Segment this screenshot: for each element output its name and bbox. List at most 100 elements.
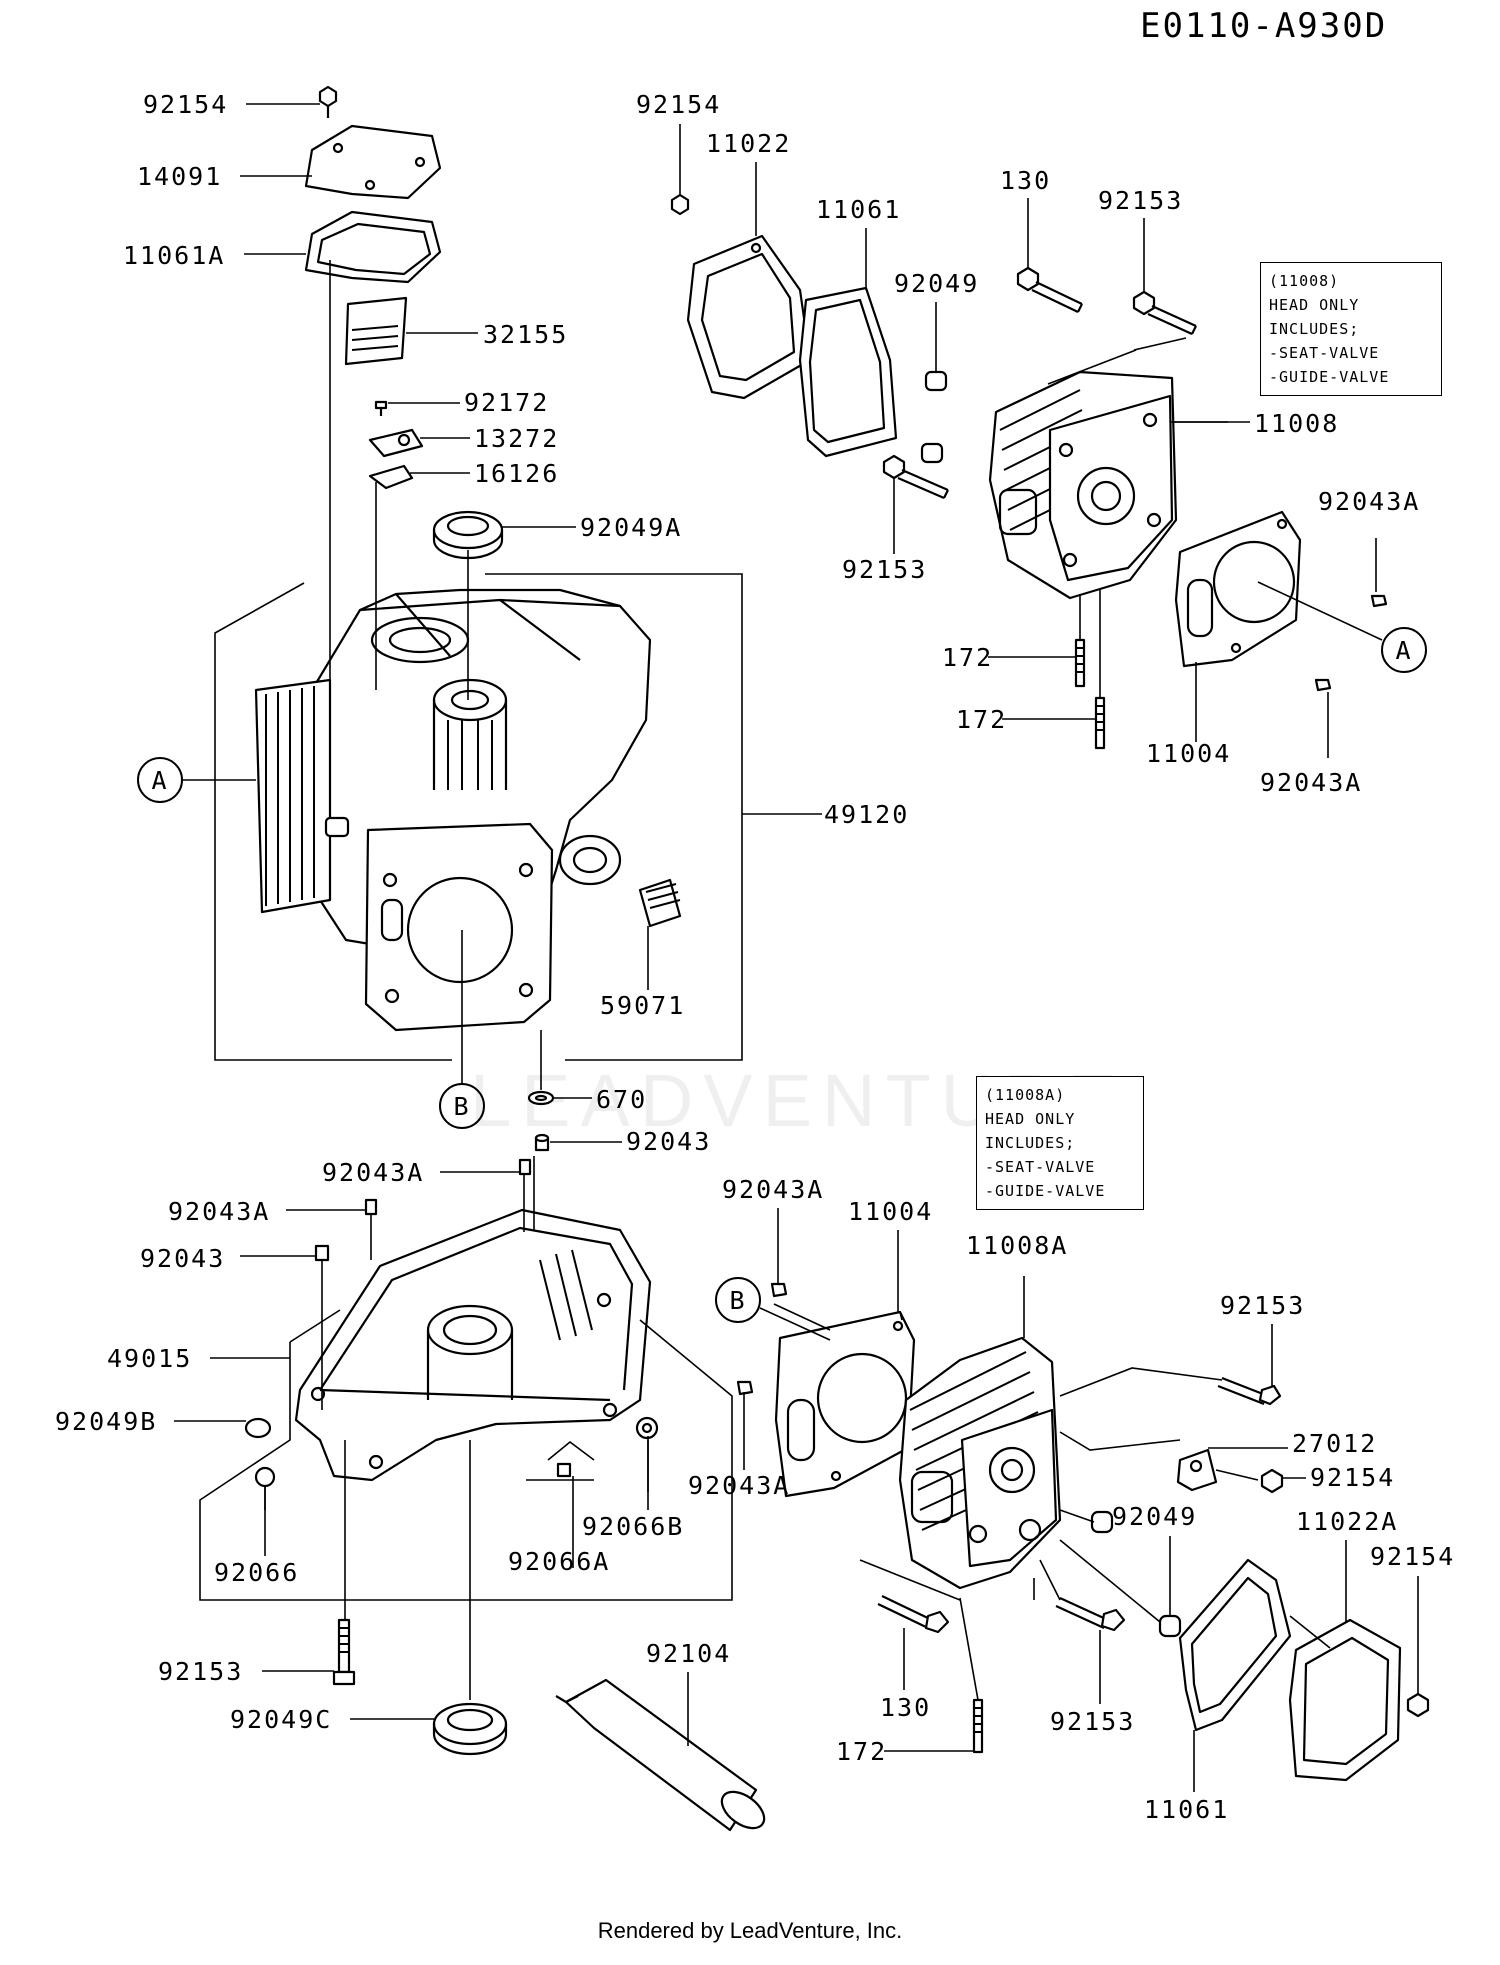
gasket-11061-top[interactable] bbox=[798, 286, 898, 458]
bolt-130-bottom[interactable] bbox=[877, 1595, 950, 1634]
dowel-92043-l[interactable] bbox=[314, 1244, 330, 1262]
bolt-92154-top-left[interactable] bbox=[318, 85, 338, 118]
svg-text:B: B bbox=[729, 1286, 746, 1315]
label-13272: 13272 bbox=[474, 424, 559, 453]
crankcase-49120[interactable] bbox=[254, 588, 652, 1032]
breather-cover-14091[interactable] bbox=[304, 124, 442, 200]
label-92154: 92154 bbox=[143, 90, 228, 119]
dowel-92043A-top-2[interactable] bbox=[1314, 678, 1332, 692]
label-11004-top: 11004 bbox=[1146, 739, 1231, 768]
bolt-92154-top-center[interactable] bbox=[670, 193, 690, 216]
stud-172-b[interactable] bbox=[1094, 696, 1106, 750]
dowel-92043A-b1[interactable] bbox=[770, 1282, 788, 1298]
stud-172-a[interactable] bbox=[1074, 638, 1086, 688]
gasket-11061-bottom[interactable] bbox=[1178, 1558, 1292, 1732]
svg-text:B: B bbox=[453, 1092, 470, 1121]
dowel-92043-top[interactable] bbox=[534, 1133, 550, 1152]
head-gasket-11004-top[interactable] bbox=[1174, 510, 1302, 668]
label-27012: 27012 bbox=[1292, 1429, 1377, 1458]
label-92043A-b2: 92043A bbox=[688, 1471, 790, 1500]
cylinder-head-11008[interactable] bbox=[988, 370, 1178, 600]
plug-92066[interactable] bbox=[254, 1466, 276, 1488]
cap-92049-top[interactable] bbox=[920, 370, 948, 464]
cylinder-head-group-top bbox=[670, 193, 1388, 758]
label-11022A: 11022A bbox=[1296, 1507, 1398, 1536]
bolt-92153-br1[interactable] bbox=[1217, 1376, 1282, 1406]
label-32155: 32155 bbox=[483, 320, 568, 349]
rocker-cover-11022A[interactable] bbox=[1288, 1618, 1402, 1782]
cylinder-head-11008A[interactable] bbox=[898, 1336, 1062, 1590]
label-11061-top: 11061 bbox=[816, 195, 901, 224]
label-92154-br1: 92154 bbox=[1310, 1463, 1395, 1492]
label-172-b: 172 bbox=[956, 705, 1007, 734]
cylinder-head-group-bottom bbox=[736, 1276, 1430, 1782]
dowel-92043A-b2[interactable] bbox=[736, 1380, 754, 1396]
bolt-92154-br1[interactable] bbox=[1260, 1468, 1284, 1494]
crankcase-group bbox=[214, 85, 822, 1106]
bolt-92153-br2[interactable] bbox=[1055, 1597, 1126, 1632]
plug-92049B[interactable] bbox=[244, 1417, 272, 1439]
label-92043A-l1: 92043A bbox=[322, 1158, 424, 1187]
bolt-92153-mid[interactable] bbox=[882, 454, 949, 500]
label-130-top: 130 bbox=[1000, 166, 1051, 195]
part-labels: 92154 14091 11061A 32155 92172 13272 161… bbox=[55, 90, 1453, 1824]
oil-seal-92049C[interactable] bbox=[432, 1702, 508, 1756]
label-11008: 11008 bbox=[1254, 409, 1339, 438]
label-92153-top: 92153 bbox=[1098, 186, 1183, 215]
label-92043A-l2: 92043A bbox=[168, 1197, 270, 1226]
label-92049B: 92049B bbox=[55, 1407, 157, 1436]
bracket-27012[interactable] bbox=[1176, 1448, 1218, 1492]
label-92049A: 92049A bbox=[580, 513, 682, 542]
head-gasket-11004-bottom[interactable] bbox=[774, 1310, 916, 1498]
label-92154-top: 92154 bbox=[636, 90, 721, 119]
callout-A-left: A bbox=[137, 757, 256, 803]
bolt-130-top[interactable] bbox=[1016, 266, 1083, 313]
label-11061-bottom: 11061 bbox=[1144, 1795, 1229, 1824]
breather-valve-32155[interactable] bbox=[344, 296, 408, 366]
plate-16126[interactable] bbox=[368, 464, 414, 490]
label-92043A-b1: 92043A bbox=[722, 1175, 824, 1204]
oil-seal-92049A[interactable] bbox=[432, 510, 504, 560]
stud-172-bottom[interactable] bbox=[972, 1698, 984, 1754]
screw-92172[interactable] bbox=[374, 400, 388, 416]
label-92104: 92104 bbox=[646, 1639, 731, 1668]
label-49120: 49120 bbox=[824, 800, 909, 829]
sealant-tube-92104[interactable] bbox=[555, 1678, 771, 1835]
rocker-cover-11022[interactable] bbox=[686, 234, 812, 400]
crankcase-cover-group bbox=[199, 1133, 771, 1835]
dowel-92043A-top-1[interactable] bbox=[1370, 594, 1388, 608]
plug-92066A[interactable] bbox=[556, 1462, 572, 1478]
label-92043-l: 92043 bbox=[140, 1244, 225, 1273]
callout-B-left: B bbox=[439, 1083, 485, 1129]
plug-92066B[interactable] bbox=[635, 1416, 659, 1440]
bolt-92154-br2[interactable] bbox=[1406, 1692, 1430, 1718]
label-92153-mid: 92153 bbox=[842, 555, 927, 584]
dowel-92043A-l2[interactable] bbox=[364, 1198, 378, 1216]
bolt-92153-top[interactable] bbox=[1132, 290, 1197, 336]
label-92066A: 92066A bbox=[508, 1547, 610, 1576]
label-49015: 49015 bbox=[107, 1344, 192, 1373]
label-92172: 92172 bbox=[464, 388, 549, 417]
spring-59071[interactable] bbox=[638, 878, 682, 928]
label-92043A-r2: 92043A bbox=[1260, 768, 1362, 797]
label-92049-top: 92049 bbox=[894, 269, 979, 298]
label-11061A: 11061A bbox=[123, 241, 225, 270]
dowel-92043A-l1[interactable] bbox=[518, 1158, 532, 1176]
note-head-11008: (11008) HEAD ONLY INCLUDES; -SEAT-VALVE … bbox=[1260, 262, 1442, 396]
label-130-bottom: 130 bbox=[880, 1693, 931, 1722]
label-11004-bottom: 11004 bbox=[848, 1197, 933, 1226]
bolt-92153-bottom-left[interactable] bbox=[332, 1618, 356, 1686]
label-11022: 11022 bbox=[706, 129, 791, 158]
gasket-11061A[interactable] bbox=[304, 210, 442, 284]
label-670: 670 bbox=[596, 1085, 647, 1114]
svg-text:A: A bbox=[151, 766, 168, 795]
label-92153-bottom-left: 92153 bbox=[158, 1657, 243, 1686]
footer-credit: Rendered by LeadVenture, Inc. bbox=[597, 1918, 903, 1943]
washer-670[interactable] bbox=[527, 1090, 555, 1106]
crankcase-cover-49015[interactable] bbox=[294, 1208, 652, 1482]
note-head-11008A: (11008A) HEAD ONLY INCLUDES; -SEAT-VALVE… bbox=[976, 1076, 1144, 1210]
label-92066B: 92066B bbox=[582, 1512, 684, 1541]
plate-13272[interactable] bbox=[368, 428, 424, 458]
label-92049-bottom: 92049 bbox=[1112, 1502, 1197, 1531]
callout-B-right: B bbox=[715, 1277, 831, 1341]
